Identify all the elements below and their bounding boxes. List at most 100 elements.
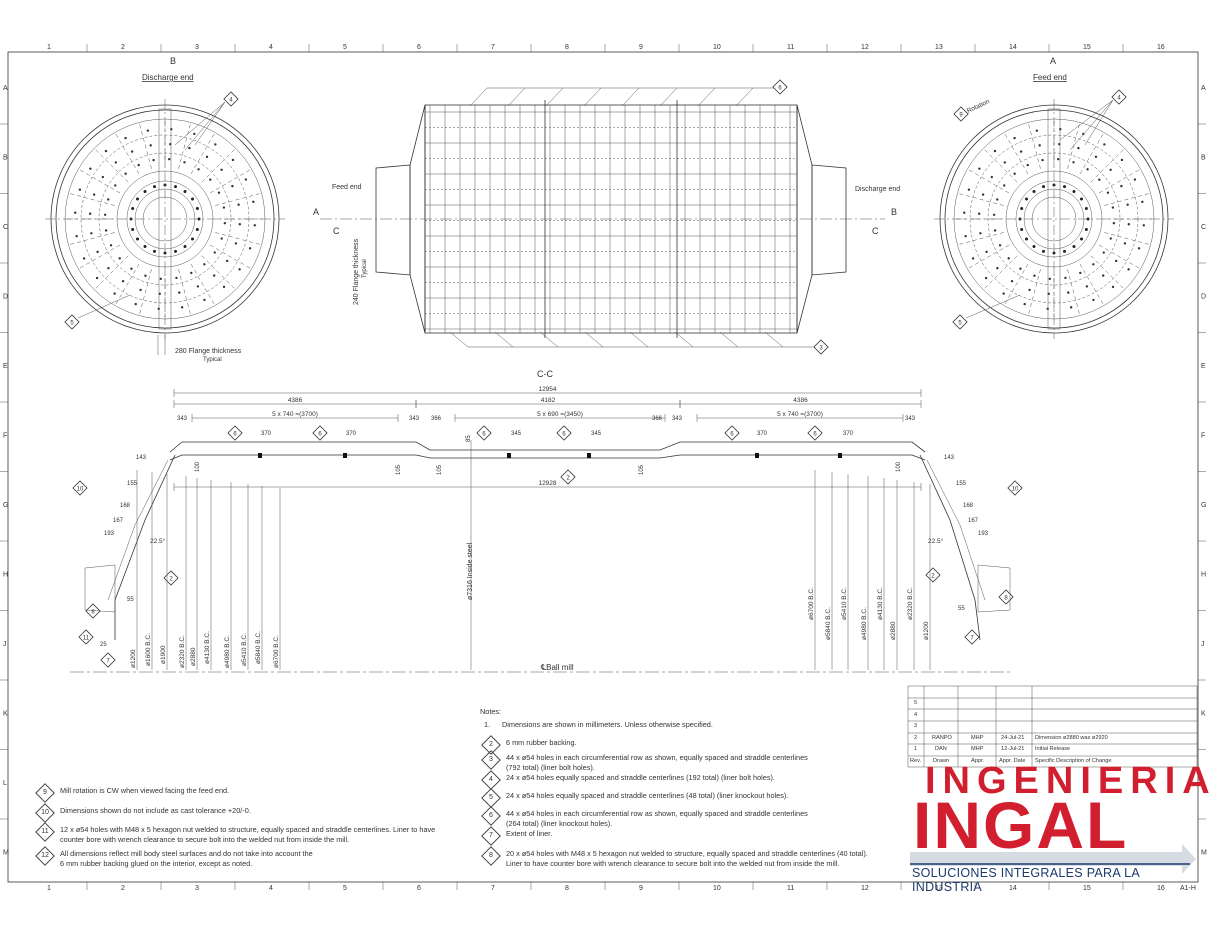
column-label: 5 xyxy=(343,44,347,51)
bolt-hole xyxy=(1033,274,1036,277)
callout-marker: 10 xyxy=(72,480,88,496)
callout-number: 2 xyxy=(931,573,935,579)
bolt-hole xyxy=(183,161,186,164)
bolt-hole xyxy=(197,168,200,171)
bolt-hole xyxy=(124,172,127,175)
bolt-hole xyxy=(130,267,133,270)
column-label: 3 xyxy=(195,44,199,51)
dim-55: 55 xyxy=(958,606,965,612)
note-marker: 9 xyxy=(35,783,55,803)
bolt-hole xyxy=(1098,178,1101,181)
callout-marker: 5 xyxy=(64,314,80,330)
section-b-marker: B xyxy=(891,207,897,217)
feed-end-label: Feed end xyxy=(332,184,362,191)
bolt-hole xyxy=(977,212,981,215)
rev-hdr-rev: Rev. xyxy=(910,758,922,764)
bolt-hole xyxy=(981,193,985,196)
bolt-hole xyxy=(992,213,996,217)
mill-shell-elevation: 63 xyxy=(320,79,885,355)
bolt-hole xyxy=(1109,168,1112,172)
bolt-circle-dim: ø4980 B.C. xyxy=(861,607,868,640)
bolt-hole xyxy=(1023,302,1026,306)
bolt-hole xyxy=(74,211,77,214)
bolt-circle-dim: ø1200 xyxy=(130,649,137,668)
row-label: F xyxy=(3,433,7,440)
dim-right-holes: 5 x 740 =(3700) xyxy=(777,411,823,418)
bolt-hole xyxy=(993,229,997,232)
bolt-hole xyxy=(1007,257,1010,260)
bolt-hole xyxy=(170,128,173,131)
bolt-hole xyxy=(1026,163,1029,167)
bolt-hole xyxy=(222,206,226,209)
bolt-hole xyxy=(135,237,139,241)
feed-trunnion xyxy=(375,164,411,276)
flange-mid-sub: Typical xyxy=(362,259,368,278)
bolt-hole xyxy=(978,167,981,170)
view-a-letter: A xyxy=(1050,56,1056,66)
bolt-hole xyxy=(1024,237,1028,241)
row-label: E xyxy=(3,363,8,370)
bolt-hole xyxy=(252,200,255,204)
logo-ingenieria: INGENIERIA xyxy=(925,760,1213,802)
callout-number: 10 xyxy=(77,486,84,492)
logo-ingal: INGAL xyxy=(913,788,1129,862)
logo-tagline: SOLUCIONES INTEGRALES PARA LA INDUSTRIA xyxy=(912,866,1140,894)
knockout-hole xyxy=(755,453,759,458)
bolt-hole xyxy=(143,189,147,193)
callout-marker: 7 xyxy=(100,652,116,668)
bolt-hole xyxy=(1085,285,1089,288)
bolt-hole xyxy=(1127,223,1131,226)
callout-number: 8 xyxy=(91,609,95,615)
callout-marker: 2 xyxy=(925,567,941,583)
bolt-hole xyxy=(159,277,163,281)
row-label: A xyxy=(1201,85,1206,92)
dim-55: 55 xyxy=(127,597,134,603)
bolt-hole xyxy=(1142,224,1145,227)
bolt-hole xyxy=(1120,184,1123,188)
bolt-circle-dim: ø4130 B.C. xyxy=(877,587,884,620)
bolt-hole xyxy=(238,223,242,226)
bolt-circle-dim: ø2320 B.C. xyxy=(179,635,186,668)
ball-mill-centerline: ℄Ball mill xyxy=(540,663,574,672)
bolt-hole xyxy=(131,228,135,232)
bolt-hole xyxy=(248,247,252,250)
bolt-hole xyxy=(1063,185,1067,189)
bolt-hole xyxy=(1069,306,1073,309)
bolt-hole xyxy=(209,178,212,181)
flange-mid-label: 240 Flange thickness xyxy=(353,238,360,305)
bolt-hole xyxy=(152,249,156,253)
rev-hdr-apprdate: Appr. Date xyxy=(999,758,1026,764)
discharge-trunnion xyxy=(811,164,847,276)
view-b-title: Discharge end xyxy=(142,73,194,82)
dim-345: 345 xyxy=(511,431,522,437)
callout-number: 6 xyxy=(778,85,782,91)
feed-end-view: 459 xyxy=(934,89,1174,339)
callout-number: 11 xyxy=(83,635,90,641)
note-marker: 10 xyxy=(35,803,55,823)
flange-left-sub: Typical xyxy=(203,357,222,363)
bolt-hole xyxy=(203,263,206,266)
knockout-hole xyxy=(343,453,347,458)
bolt-hole xyxy=(183,189,187,193)
bolt-hole xyxy=(1082,132,1085,136)
bolt-hole xyxy=(195,228,199,232)
dim-left-length: 4386 xyxy=(288,397,303,404)
bolt-hole xyxy=(78,188,82,191)
note-marker: 12 xyxy=(35,846,55,866)
bolt-hole xyxy=(212,274,216,277)
row-label: A xyxy=(3,85,8,92)
bolt-hole xyxy=(963,211,966,214)
bolt-hole xyxy=(88,212,92,215)
callout-number: 6 xyxy=(813,431,817,437)
section-a-marker: A xyxy=(313,207,319,217)
bolt-hole xyxy=(1092,298,1095,302)
column-label: 4 xyxy=(269,885,273,892)
dim-370: 370 xyxy=(261,431,272,437)
note-text: Dimensions are shown in millimeters. Unl… xyxy=(502,720,713,729)
bolt-hole xyxy=(1024,197,1028,201)
dim-370: 370 xyxy=(843,431,854,437)
